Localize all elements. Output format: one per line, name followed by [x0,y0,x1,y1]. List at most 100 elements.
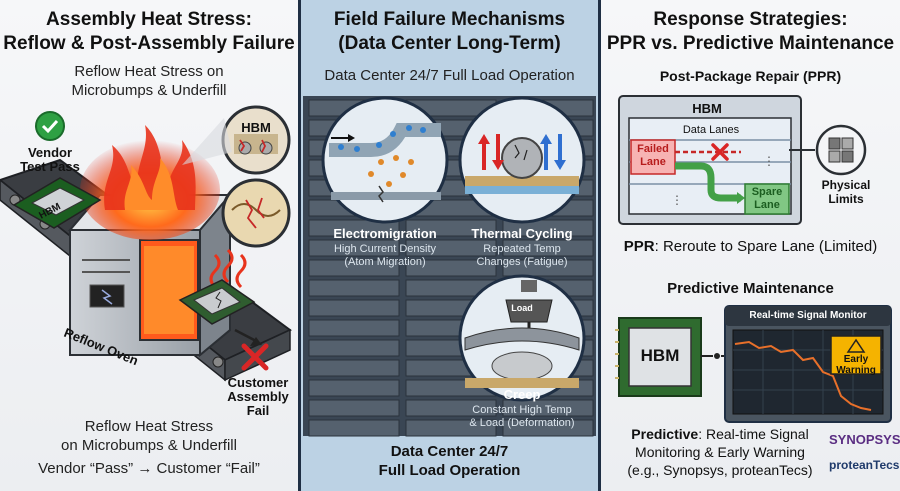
right-title-line1: Response Strategies: [653,9,848,30]
server-unit [308,399,400,417]
spare-lane-line2: Lane [754,199,780,211]
ppr-caption-rest: : Reroute to Spare Lane (Limited) [654,238,878,255]
tc-line2: Changes (Fatigue) [476,256,568,268]
customer-label-line2: Assembly [227,389,289,404]
middle-bottom-line2: Full Load Operation [378,462,521,479]
right-title-line2: PPR vs. Predictive Maintenance [606,33,895,54]
left-bottom-line3: Vendor “Pass” → Customer “Fail” [38,460,260,477]
ppr-hbm-label: HBM [692,101,722,116]
tc-title: Thermal Cycling [471,226,573,241]
divider-left [298,0,301,491]
svg-text:⋮: ⋮ [763,154,775,168]
server-unit [405,399,497,417]
creep-line2: & Load (Deformation) [469,417,575,429]
tc-line1: Repeated Temp [483,243,561,255]
left-bottom-line1: Reflow Heat Stress [84,418,214,435]
pm-hbm-label: HBM [640,346,680,365]
em-line1: High Current Density [333,243,437,255]
left-subtitle-line2: Microbumps & Underfill [71,82,227,99]
panel-assembly-heat-stress: Assembly Heat Stress: Reflow & Post-Asse… [0,0,298,491]
warning-line2: Warning [836,365,876,376]
server-unit [405,219,497,237]
creep-title: Creep [503,387,541,402]
server-unit [502,399,594,417]
failed-x-icon [711,143,729,161]
vendor-label-line1: Vendor [27,145,73,160]
pm-caption-line3: (e.g., Synopsys, proteanTecs) [627,462,813,478]
pm-caption-line1-rest: : Real-time Signal [698,426,809,442]
left-subtitle-line1: Reflow Heat Stress on [74,63,224,80]
server-unit [308,239,400,257]
pm-caption-line2: Monitoring & Early Warning [635,444,805,460]
thermal-cycling-circle [458,96,586,224]
hbm-chip-entering [12,177,102,229]
zoom-circle-hbm-cracks [221,105,291,175]
customer-label-line3: Fail [246,403,270,418]
fire-flames-icon [80,125,220,240]
server-unit [308,219,400,237]
signal-trend-line [734,340,872,411]
pm-heading: Predictive Maintenance [667,280,834,297]
reroute-arrow [675,162,741,202]
left-title-line1: Assembly Heat Stress: [46,9,252,30]
warning-line1: Early [843,354,869,365]
middle-title-line2: (Data Center Long-Term) [338,33,561,54]
server-unit [308,259,400,277]
warning-icon [846,338,866,353]
vendor-label-line2: Test Pass [20,159,80,174]
physical-limits-icon [789,124,867,176]
synopsys-logo: SYNOPSYS [829,432,900,447]
left-title-line2: Reflow & Post-Assembly Failure [3,33,295,54]
proteantecs-logo: proteanTecs [829,458,900,472]
em-title: Electromigration [333,226,437,241]
server-unit [405,239,497,257]
signal-monitor [724,305,892,423]
server-unit [308,379,400,397]
response-strategies-illustration: ⋮ ⋮ [615,95,892,423]
server-unit [308,419,400,437]
server-unit [308,339,400,357]
server-unit [502,239,594,257]
server-unit [308,299,400,317]
failed-lane-line2: Lane [640,156,666,168]
creep-circle [458,274,586,402]
svg-text:⋮: ⋮ [671,193,683,207]
middle-title-line1: Field Failure Mechanisms [333,9,566,30]
load-label: Load [511,303,533,313]
monitor-title: Real-time Signal Monitor [749,310,867,321]
field-failure-illustration [303,96,596,437]
pass-check-icon [35,111,65,141]
divider-right [598,0,601,491]
server-unit [502,219,594,237]
ppr-heading: Post-Package Repair (PPR) [659,68,842,84]
physical-limits-line1: Physical [821,178,871,192]
hbm-chip-damaged [178,279,256,325]
middle-bottom-line1: Data Center 24/7 [390,443,509,460]
middle-subtitle: Data Center 24/7 Full Load Operation [324,67,575,84]
reflow-oven-illustration [0,105,292,382]
hbm-chip-icon [615,317,702,397]
creep-line1: Constant High Temp [472,404,572,416]
ppr-diagram: ⋮ ⋮ [618,95,802,225]
em-line2: (Atom Migration) [344,256,426,268]
ppr-caption: PPR: Reroute to Spare Lane (Limited) [601,238,900,255]
server-unit [502,259,594,277]
panel-response-strategies: ⋮ ⋮ [601,0,900,491]
server-unit [308,279,400,297]
left-bottom-line2: on Microbumps & Underfill [61,437,237,454]
data-lanes-label: Data Lanes [682,124,740,136]
panel-field-failure: Field Failure Mechanisms (Data Center Lo… [301,0,598,491]
server-unit [308,319,400,337]
server-unit [405,259,497,277]
server-unit [308,359,400,377]
pm-caption-line1: Predictive: Real-time Signal [615,426,825,442]
failed-lane-line1: Failed [637,143,669,155]
fail-x-icon [241,343,269,371]
spare-lane-line1: Spare [751,186,783,198]
pm-caption-bold: Predictive [631,426,699,442]
server-unit [405,419,497,437]
customer-label-line1: Customer [227,375,289,390]
zoom-circle-underfill-cracks [221,178,291,248]
zoom-hbm-label: HBM [241,120,271,135]
